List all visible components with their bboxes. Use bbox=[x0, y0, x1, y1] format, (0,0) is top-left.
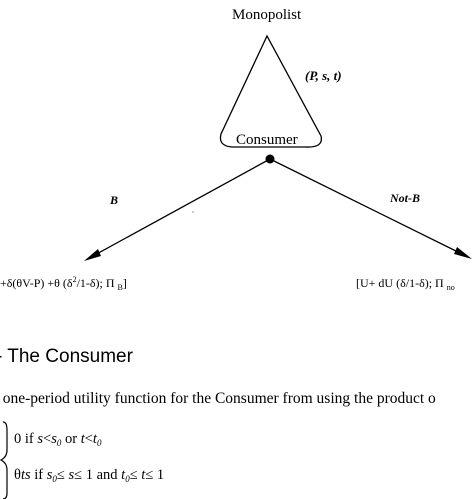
case-2-var: s bbox=[46, 467, 53, 483]
root-player-label: Monopolist bbox=[232, 7, 302, 23]
case-1-var: s bbox=[51, 431, 57, 447]
consumer-node-label: Consumer bbox=[236, 132, 298, 148]
case-1-var: t bbox=[92, 431, 97, 447]
payoff-not-b-part-a: [U+ dU (δ/1-δ); Π bbox=[356, 276, 444, 290]
case-1-text: or bbox=[61, 431, 81, 447]
branch-not-b-line bbox=[269, 158, 463, 255]
case-1-var: s bbox=[37, 431, 44, 447]
stray-dot bbox=[192, 211, 194, 213]
root-move-label: (P, s, t) bbox=[305, 68, 342, 83]
case-2-subscript: 0 bbox=[125, 474, 130, 484]
payoff-not-b: [U+ dU (δ/1-δ); Π no bbox=[356, 276, 455, 292]
payoff-b-exponent: 2 bbox=[72, 275, 77, 284]
utility-case-2: θts if s0≤ s≤ 1 and t0≤ t≤ 1 bbox=[14, 467, 164, 484]
cases-brace bbox=[0, 421, 8, 499]
branch-b-line bbox=[92, 158, 271, 257]
information-set-cone bbox=[219, 34, 323, 148]
case-2-text: ≤ 1 and bbox=[74, 467, 122, 483]
case-2-var: s bbox=[68, 467, 75, 483]
case-2-var: ts bbox=[20, 467, 31, 483]
case-2-text: if bbox=[30, 467, 47, 483]
payoff-not-b-subscript: no bbox=[446, 283, 455, 292]
case-1-subscript: 0 bbox=[56, 438, 62, 448]
case-2-var: t bbox=[121, 467, 126, 483]
branch-b-arrowhead bbox=[84, 249, 101, 261]
case-2-subscript: 0 bbox=[52, 474, 57, 484]
case-2-text: ≤ bbox=[56, 467, 69, 483]
branch-not-b-arrowhead bbox=[454, 247, 472, 259]
case-1-text: 0 if bbox=[14, 431, 38, 447]
case-2-var: t bbox=[141, 467, 146, 483]
payoff-b-part-a: +δ(θV-P) +θ (δ bbox=[0, 276, 73, 290]
payoff-b: [+δ(θV-P) +θ (δ2/1-δ); Π B] bbox=[0, 275, 127, 292]
payoff-b-part-b: /1-δ); Π bbox=[76, 276, 115, 290]
payoff-b-subscript: B bbox=[117, 283, 123, 292]
case-1-text: < bbox=[84, 431, 93, 447]
case-2-text: ≤ bbox=[129, 467, 142, 483]
branch-b-label: B bbox=[110, 193, 119, 207]
case-2-text: ≤ 1 bbox=[145, 467, 165, 483]
case-2-text: θ bbox=[14, 467, 21, 483]
payoff-b-close: ] bbox=[122, 276, 127, 290]
section-heading: - The Consumer bbox=[0, 346, 133, 367]
case-1-var: t bbox=[80, 431, 85, 447]
body-text: e one-period utility function for the Co… bbox=[0, 390, 436, 407]
case-1-text: < bbox=[43, 431, 52, 447]
utility-case-1: 0 if s<s0 or t<t0 bbox=[14, 431, 101, 448]
branch-not-b-label: Not-B bbox=[390, 191, 420, 205]
decision-node bbox=[265, 154, 275, 164]
case-1-subscript: 0 bbox=[96, 438, 102, 448]
